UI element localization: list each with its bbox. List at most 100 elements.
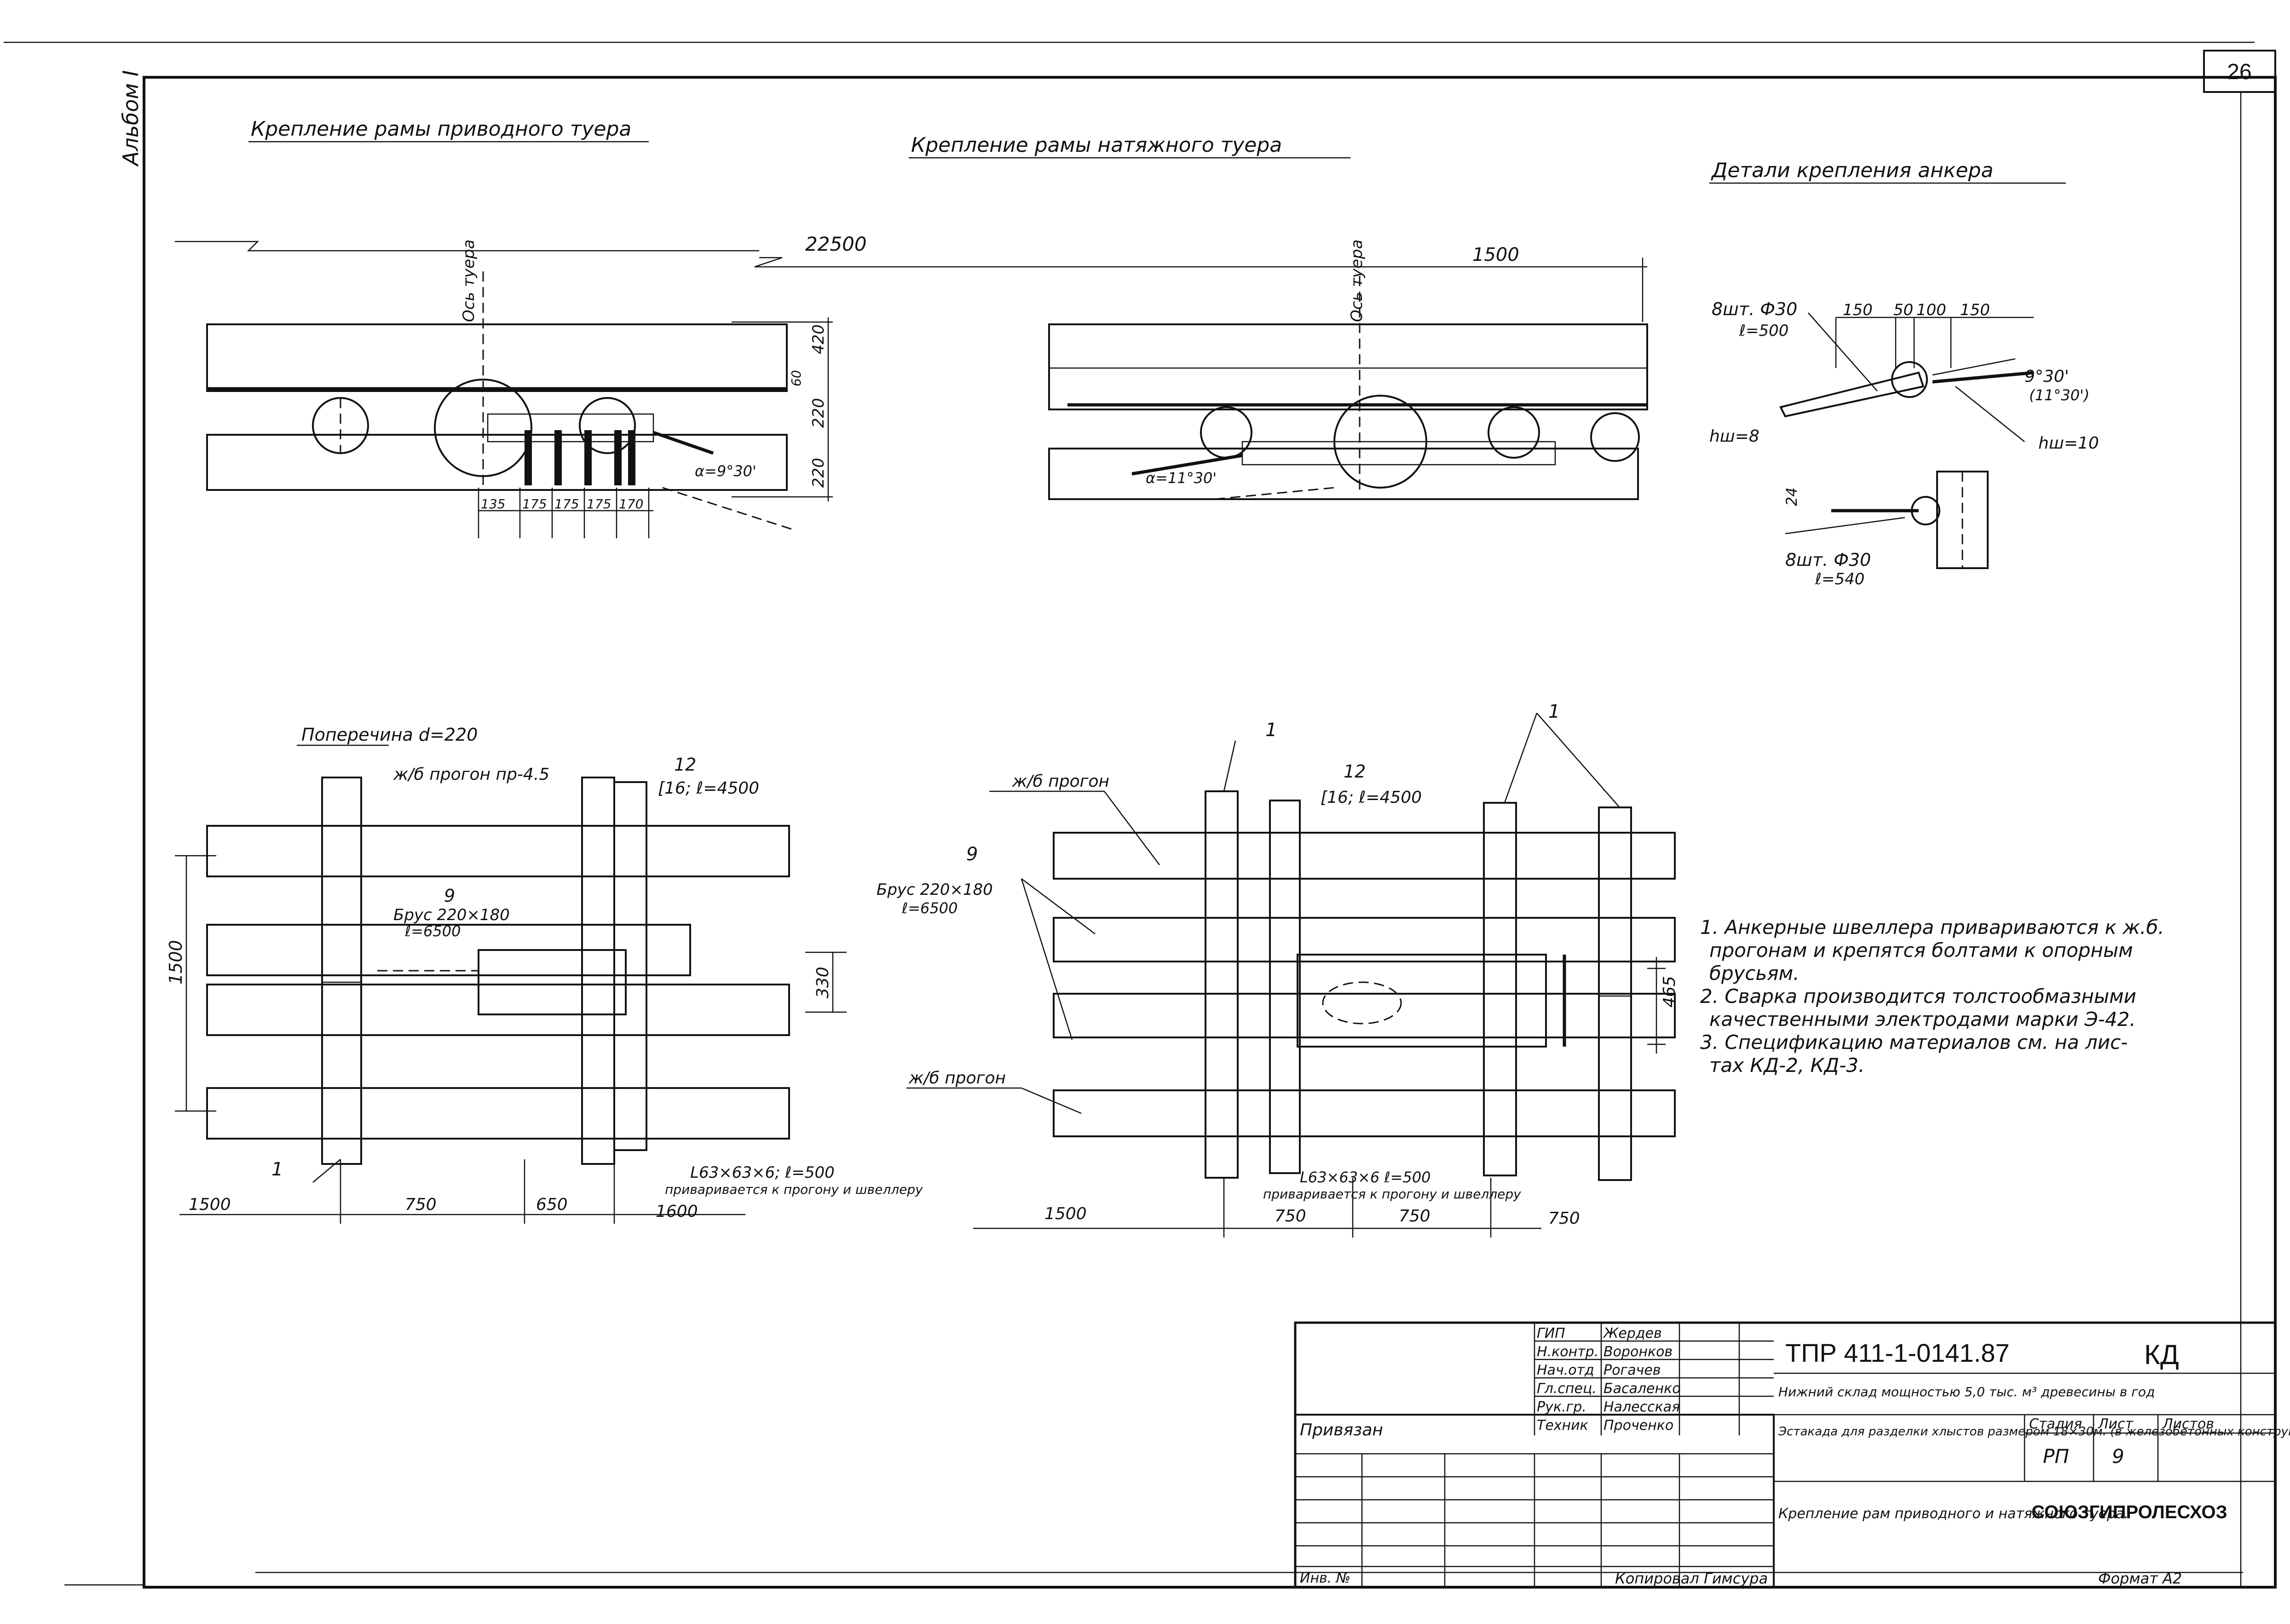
plan-left-dim-1: 750 — [405, 1195, 437, 1214]
drive-bolts — [525, 430, 635, 485]
drive-dim-3: 175 — [587, 496, 611, 512]
plan-right-rail-top: ж/б прогон — [1012, 772, 1109, 791]
plan-right-note: приваривается к прогону и швеллеру — [1263, 1186, 1521, 1202]
plan-left-dim-1500v: 1500 — [166, 940, 186, 985]
anchor-dim-100: 100 — [1916, 301, 1946, 319]
tb-role-2: Нач.отд — [1537, 1362, 1594, 1378]
anchor-dim-150a: 150 — [1843, 301, 1873, 319]
plan-right-dim-2: 750 — [1399, 1207, 1431, 1226]
tb-role-1: Н.контр. — [1537, 1344, 1598, 1360]
title-tension: Крепление рамы натяжного туера — [911, 133, 1282, 157]
plan-left-crossbar: Поперечина d=220 — [301, 725, 478, 745]
plan-left-dim-330: 330 — [813, 967, 832, 998]
dim-60: 60 — [789, 370, 804, 386]
tb-project-code: ТПР 411-1-0141.87 — [1785, 1338, 2010, 1367]
tb-name-4: Налесская — [1604, 1399, 1680, 1415]
plan-right-dim-465: 465 — [1660, 976, 1679, 1008]
tb-sheet: 9 — [2112, 1445, 2124, 1468]
anchor-dim-150b: 150 — [1960, 301, 1990, 319]
plan-left-mark-1: 1 — [271, 1159, 283, 1180]
album-label: Альбом I — [118, 70, 143, 167]
tb-inv: Инв. № — [1300, 1570, 1350, 1586]
plan-right-dim-1: 750 — [1275, 1207, 1306, 1226]
anchor-rod-top: 8шт. Ф30 — [1712, 299, 1797, 319]
plan-left — [175, 744, 847, 1224]
tb-doc-code: КД — [2144, 1339, 2179, 1370]
tb-name-1: Воронков — [1604, 1344, 1673, 1360]
plan-left-angle: L63×63×6; ℓ=500 — [690, 1163, 835, 1182]
anchor-angle-2: (11°30') — [2029, 386, 2089, 404]
plan-right-beam-len: ℓ=6500 — [901, 899, 958, 917]
plan-right-mark-12: 12 — [1344, 761, 1366, 782]
note-line-6: тах КД-2, КД-3. — [1709, 1054, 1864, 1077]
note-line-2: брусьям. — [1709, 962, 1800, 985]
tb-sheet-h: Лист — [2098, 1416, 2134, 1432]
tb-desc2: Эстакада для разделки хлыстов размером 1… — [1778, 1425, 2290, 1439]
plan-left-beam: Брус 220×180 — [393, 906, 510, 924]
note-line-1: прогонам и крепятся болтами к опорным — [1709, 939, 2133, 962]
anchor-detail — [1779, 312, 2034, 569]
plan-left-rail: ж/б прогон пр-4.5 — [393, 765, 549, 784]
tb-role-3: Гл.спец. — [1537, 1381, 1597, 1397]
plan-right-channel: [16; ℓ=4500 — [1321, 788, 1422, 807]
notes-block: 1. Анкерные швеллера привариваются к ж.б… — [1700, 916, 2164, 1077]
tb-stage: РП — [2043, 1445, 2069, 1468]
dim-220a: 220 — [809, 398, 828, 428]
axis-label-drive: Ось туера — [460, 239, 478, 322]
tb-desc1: Нижний склад мощностью 5,0 тыс. м³ древе… — [1778, 1384, 2155, 1399]
angle-tension: α=11°30' — [1146, 469, 1217, 487]
plan-left-note: приваривается к прогону и швеллеру — [665, 1182, 923, 1197]
angle-drive: α=9°30' — [695, 462, 756, 480]
tb-name-0: Жердев — [1603, 1325, 1662, 1342]
drive-dim-0: 135 — [481, 496, 505, 512]
axis-label-tension: Ось туера — [1348, 239, 1366, 322]
anchor-weld-left: hш=8 — [1709, 427, 1759, 446]
plan-right-angle: L63×63×6 ℓ=500 — [1300, 1169, 1431, 1186]
footer-copied: Копировал Гимсура — [1615, 1570, 1768, 1587]
plan-right-rail-bottom: ж/б прогон — [908, 1069, 1006, 1088]
plan-right-dim-3: 750 — [1548, 1209, 1580, 1228]
note-line-0: 1. Анкерные швеллера привариваются к ж.б… — [1700, 916, 2164, 939]
dim-220b: 220 — [809, 458, 828, 488]
plan-left-mark-12: 12 — [674, 754, 696, 775]
anchor-dim-50: 50 — [1893, 301, 1913, 319]
sheet-frame — [4, 41, 2277, 1589]
top-view-drive — [175, 241, 1647, 538]
tb-name-2: Рогачев — [1604, 1362, 1661, 1378]
dim-1500-top: 1500 — [1472, 244, 1519, 265]
dim-22500: 22500 — [805, 233, 867, 255]
title-drive: Крепление рамы приводного туера — [251, 117, 631, 141]
anchor-dim-24: 24 — [1783, 487, 1800, 506]
drive-dim-2: 175 — [554, 496, 579, 512]
note-line-3: 2. Сварка производится толстообмазными — [1700, 985, 2136, 1008]
tb-org: СОЮЗГИПРОЛЕСХОЗ — [2031, 1502, 2227, 1522]
plan-right-mark-9: 9 — [966, 844, 978, 865]
title-anchor: Детали крепления анкера — [1711, 159, 1993, 182]
plan-left-channel: [16; ℓ=4500 — [658, 779, 759, 798]
tb-privyazan: Привязан — [1300, 1421, 1383, 1440]
tb-role-5: Техник — [1537, 1417, 1588, 1434]
tb-sheets-h: Листов — [2162, 1416, 2214, 1432]
tb-role-4: Рук.гр. — [1537, 1399, 1586, 1415]
drive-dim-1: 175 — [522, 496, 547, 512]
anchor-rod-top-len: ℓ=500 — [1739, 322, 1788, 340]
plan-right-mark-1b: 1 — [1548, 701, 1560, 722]
plan-left-mark-9: 9 — [444, 886, 455, 906]
dim-420: 420 — [809, 324, 828, 354]
note-line-4: качественными электродами марки Э-42. — [1709, 1008, 2136, 1031]
tb-stage-h: Стадия — [2029, 1416, 2082, 1432]
plan-left-dim-2: 650 — [536, 1195, 568, 1214]
tb-sheet-title: Крепление рам приводного и натяжного туе… — [1778, 1506, 2128, 1522]
tb-role-0: ГИП — [1537, 1325, 1565, 1342]
footer-format: Формат А2 — [2098, 1570, 2182, 1587]
anchor-angle-1: 9°30' — [2025, 367, 2069, 386]
plan-left-dim-3: 1600 — [656, 1202, 698, 1221]
plan-right-beam: Брус 220×180 — [877, 881, 993, 899]
anchor-rod-bottom-len: ℓ=540 — [1815, 570, 1864, 588]
plan-right-dim-0: 1500 — [1044, 1204, 1087, 1223]
plan-right-mark-1a: 1 — [1265, 720, 1277, 741]
anchor-rod-bottom: 8шт. Ф30 — [1785, 550, 1871, 570]
title-block — [1294, 1321, 2277, 1589]
plan-left-beam-len: ℓ=6500 — [404, 922, 461, 940]
